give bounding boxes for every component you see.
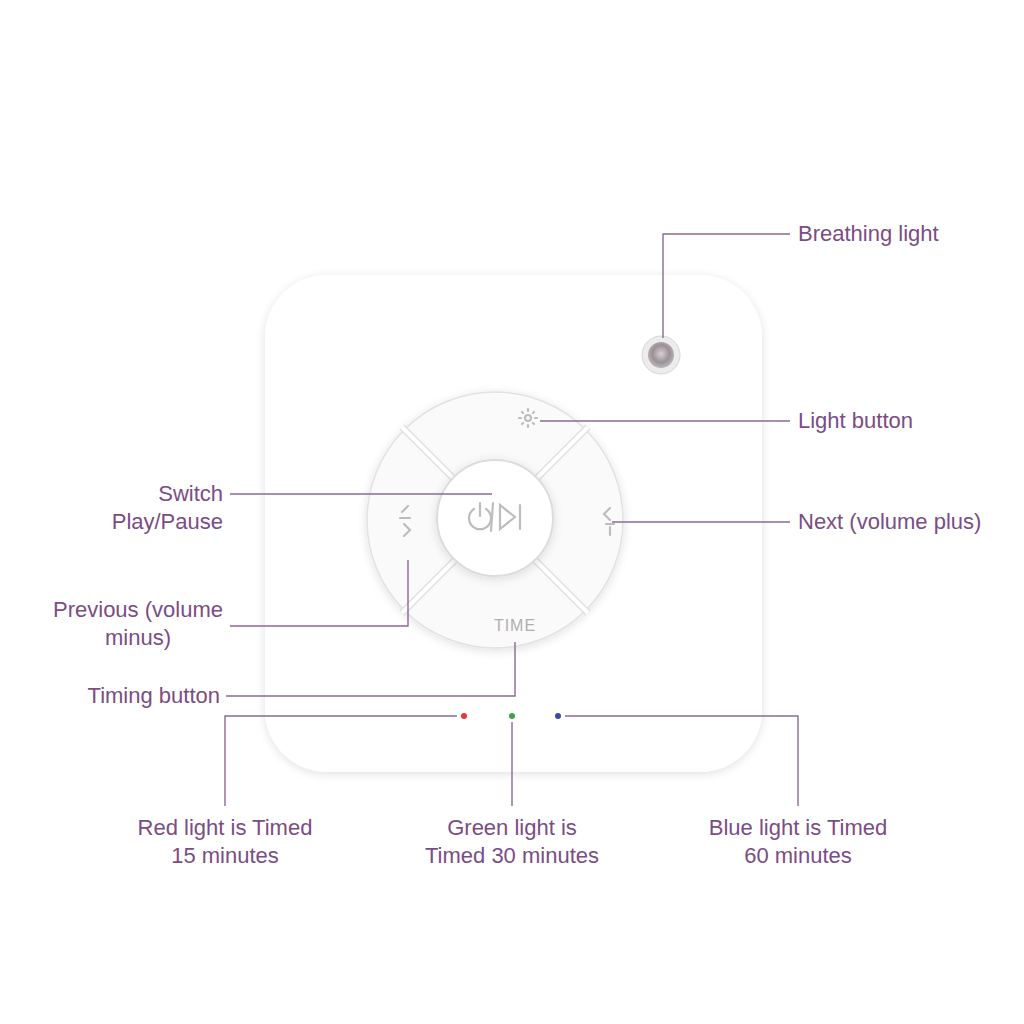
green-indicator [509, 713, 515, 719]
callout-label: Previous (volume minus) [52, 596, 224, 652]
callout-label: Next (volume plus) [798, 508, 981, 536]
blue-indicator [555, 713, 561, 719]
callout-label: Timing button [40, 682, 220, 710]
callout-label: Switch Play/Pause [98, 480, 223, 536]
breathing-light-lens [648, 342, 674, 368]
button-symbols [400, 409, 614, 536]
callout-label: Breathing light [798, 220, 939, 248]
indicator-label: Green light is Timed 30 minutes [422, 814, 602, 870]
breathing-light [642, 336, 680, 374]
button-text: TIME [475, 616, 555, 636]
leader-lines [225, 234, 798, 806]
button-cluster [367, 392, 623, 648]
indicator-label: Red light is Timed 15 minutes [135, 814, 315, 870]
callout-label: Light button [798, 407, 913, 435]
device-body [265, 275, 762, 772]
red-indicator [461, 713, 467, 719]
indicator-label: Blue light is Timed 60 minutes [708, 814, 888, 870]
